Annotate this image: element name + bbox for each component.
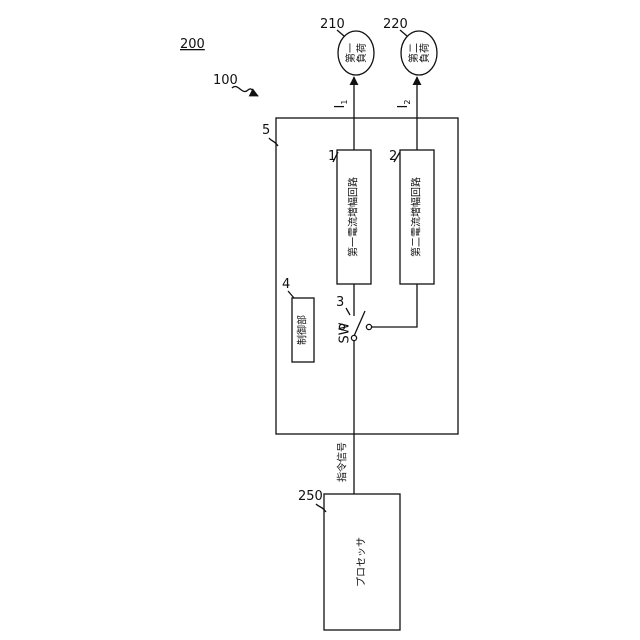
load-1-ref: 210 xyxy=(320,17,345,32)
figure-label: 200 xyxy=(180,37,205,52)
amplifier-1-label: 第一電流増幅回路 xyxy=(347,177,360,257)
controller-ref: 4 xyxy=(282,277,290,292)
amplifier-2-ref: 2 xyxy=(389,149,397,164)
controller-label: 制御部 xyxy=(296,315,309,345)
switch-label: SW xyxy=(338,322,353,343)
processor-label: プロセッサ xyxy=(356,537,368,587)
switch-ref: 3 xyxy=(336,295,344,310)
load-1-text: 第一負荷 xyxy=(344,43,368,63)
current-1-label: I1 xyxy=(333,100,349,109)
switch-terminal-2 xyxy=(366,324,371,329)
load-2-ref: 220 xyxy=(383,17,408,32)
processor-ref: 250 xyxy=(298,489,323,504)
amplifier-2-label: 第二電流増幅回路 xyxy=(410,177,423,257)
device-ref: 5 xyxy=(262,123,270,138)
system-label: 100 xyxy=(213,73,238,88)
current-2-label: I2 xyxy=(396,100,412,109)
command-signal-label: 指令信号 xyxy=(336,442,349,482)
load-2-text: 第二負荷 xyxy=(407,43,431,63)
